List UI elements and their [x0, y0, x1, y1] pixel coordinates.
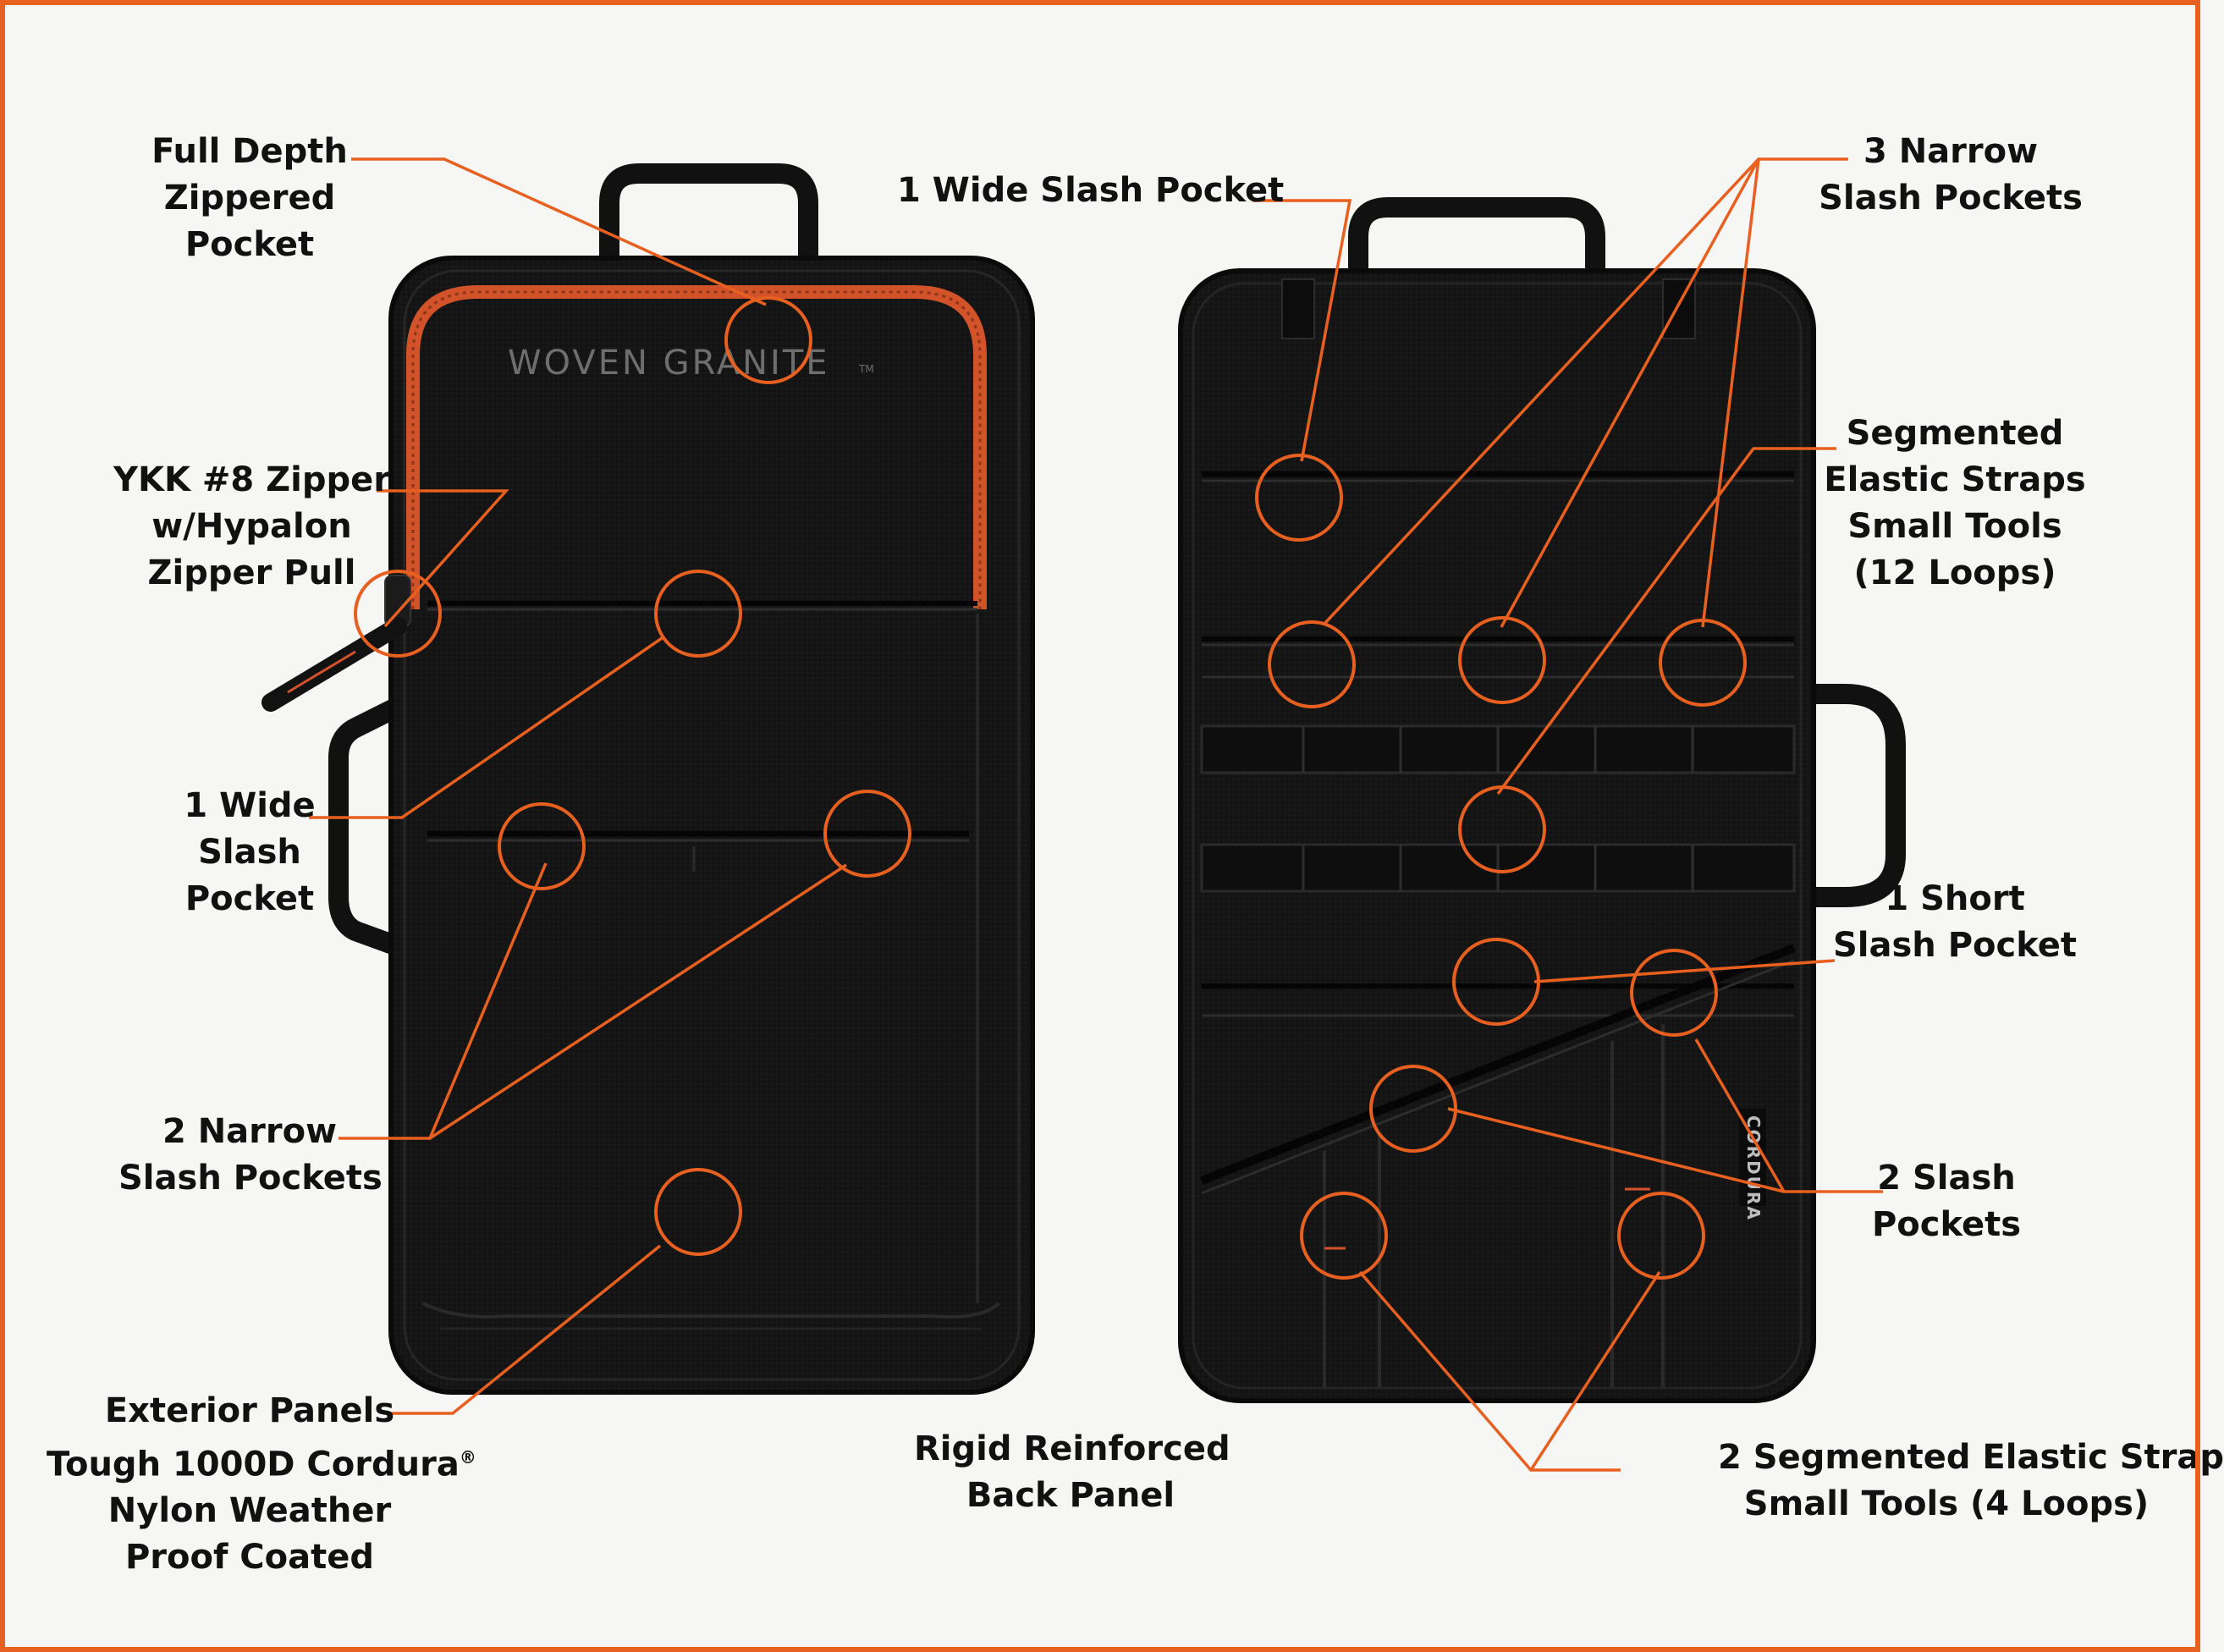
- front-bag-body: [388, 256, 1035, 1395]
- back-bag: CORDURA: [1178, 197, 1906, 1403]
- label-segmented-elastic-strap-4: 2 Segmented Elastic Strap Small Tools (4…: [1718, 1438, 2224, 1523]
- label-three-narrow-slash-pockets: 3 Narrow Slash Pockets: [1819, 132, 2083, 218]
- label-rigid-back-panel: Rigid Reinforced Back Panel: [914, 1429, 1230, 1515]
- back-side-handle: [1794, 684, 1906, 907]
- front-bag: WOVEN GRANITE TM: [261, 163, 1035, 1395]
- brand-logo: WOVEN GRANITE: [508, 344, 830, 383]
- label-exterior-panels: Exterior Panels Tough 1000D Cordura® Nyl…: [47, 1391, 476, 1578]
- back-bag-body: [1178, 268, 1816, 1403]
- zipper-pull: [261, 575, 411, 712]
- label-full-depth-zippered-pocket: Full Depth Zippered Pocket: [151, 132, 348, 264]
- callout-lines: [309, 157, 1883, 1472]
- back-top-handle: [1348, 197, 1605, 271]
- label-segmented-elastic-straps-12: Segmented Elastic Straps Small Tools (12…: [1824, 414, 2086, 592]
- callout-circles: [354, 296, 1747, 1280]
- front-side-handle: [328, 693, 411, 958]
- label-wide-slash-pocket-back: 1 Wide Slash Pocket: [897, 171, 1285, 210]
- brand-tm: TM: [858, 363, 874, 375]
- label-short-slash-pocket: 1 Short Slash Pocket: [1832, 879, 2077, 965]
- label-two-narrow-slash-pockets: 2 Narrow Slash Pockets: [118, 1112, 383, 1198]
- label-wide-slash-pocket-front: 1 Wide Slash Pocket: [184, 786, 316, 918]
- cordura-side-tag: CORDURA: [1743, 1115, 1764, 1221]
- diagonal-slash-pocket: [1200, 944, 1796, 1185]
- label-ykk-zipper: YKK #8 Zipper w/Hypalon Zipper Pull: [113, 460, 390, 592]
- front-top-handle: [599, 163, 818, 279]
- label-two-slash-pockets: 2 Slash Pockets: [1871, 1159, 2022, 1244]
